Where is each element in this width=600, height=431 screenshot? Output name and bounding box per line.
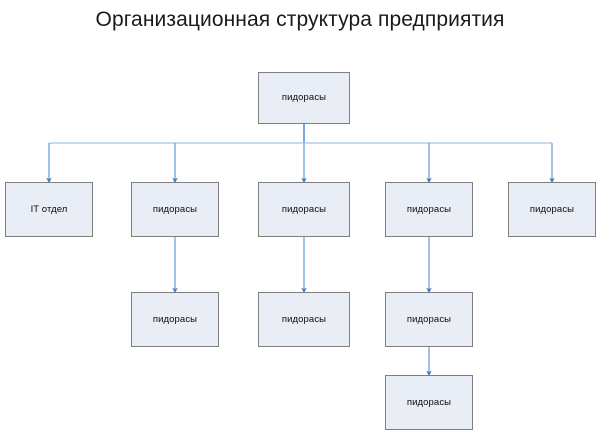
org-node[interactable]: пидорасы: [385, 182, 473, 237]
org-node-label: пидорасы: [406, 203, 452, 215]
org-node-label: пидорасы: [281, 313, 327, 325]
org-node[interactable]: пидорасы: [131, 292, 219, 347]
org-node[interactable]: пидорасы: [508, 182, 596, 237]
org-node-root[interactable]: пидорасы: [258, 72, 350, 124]
org-node-label: пидорасы: [152, 203, 198, 215]
org-node[interactable]: пидорасы: [258, 292, 350, 347]
org-node-label: пидорасы: [529, 203, 575, 215]
org-node[interactable]: пидорасы: [131, 182, 219, 237]
org-node[interactable]: пидорасы: [385, 292, 473, 347]
page-title: Организационная структура предприятия: [95, 8, 505, 31]
org-node-label: пидорасы: [406, 396, 452, 408]
org-node-label: пидорасы: [406, 313, 452, 325]
org-node-label: IT отдел: [30, 203, 68, 215]
org-node[interactable]: пидорасы: [258, 182, 350, 237]
org-node[interactable]: IT отдел: [5, 182, 93, 237]
org-node-label: пидорасы: [152, 313, 198, 325]
org-node[interactable]: пидорасы: [385, 375, 473, 430]
org-node-label: пидорасы: [281, 203, 327, 215]
org-node-label: пидорасы: [281, 92, 327, 103]
